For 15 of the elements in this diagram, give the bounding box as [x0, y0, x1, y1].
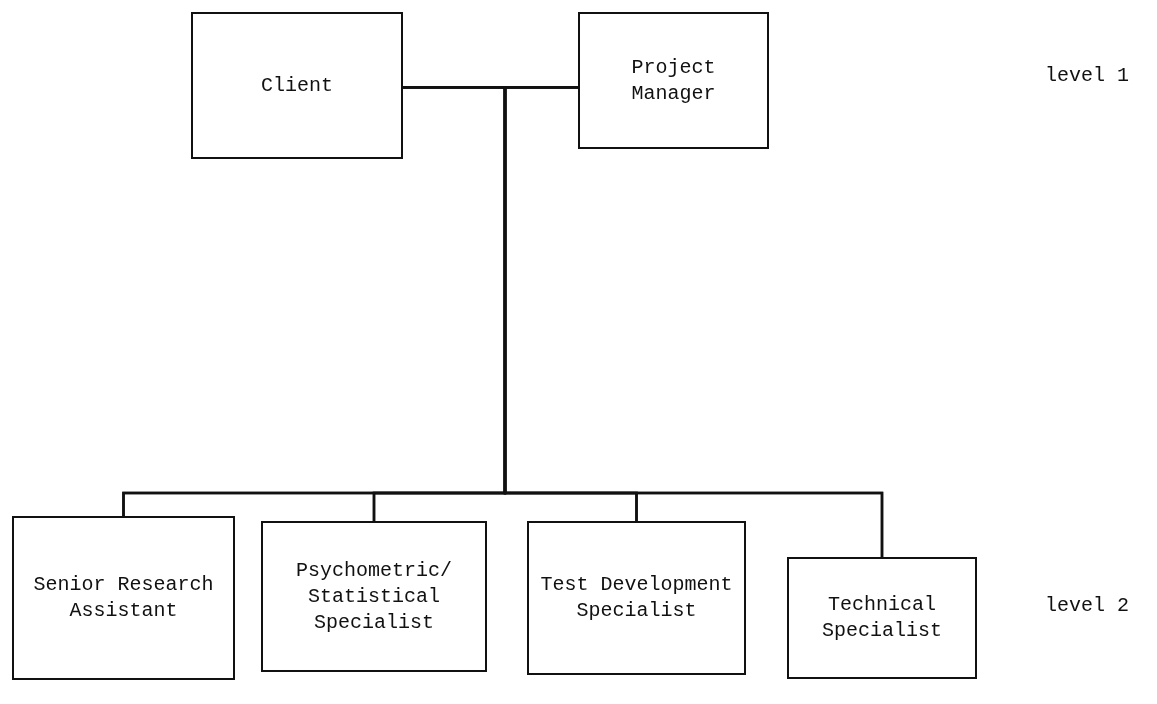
connector-line: [503, 86, 884, 557]
role-name: Psychometric/ Statistical Specialist: [295, 557, 453, 636]
role-box: [12, 516, 235, 680]
level-label: level 2: [1045, 594, 1129, 617]
level-label: level 1: [1045, 64, 1129, 87]
role-box: [261, 521, 487, 672]
role-box: [787, 557, 977, 679]
role-box: [527, 521, 746, 675]
role-name: Project Manager: [630, 54, 717, 107]
role-name: Technical Specialist: [821, 592, 943, 644]
role-box: [578, 12, 769, 149]
role-name: Client: [260, 72, 334, 99]
role-name: Senior Research Assistant: [32, 572, 215, 624]
role-name: Test Development Specialist: [539, 572, 734, 624]
role-box: [191, 12, 403, 159]
